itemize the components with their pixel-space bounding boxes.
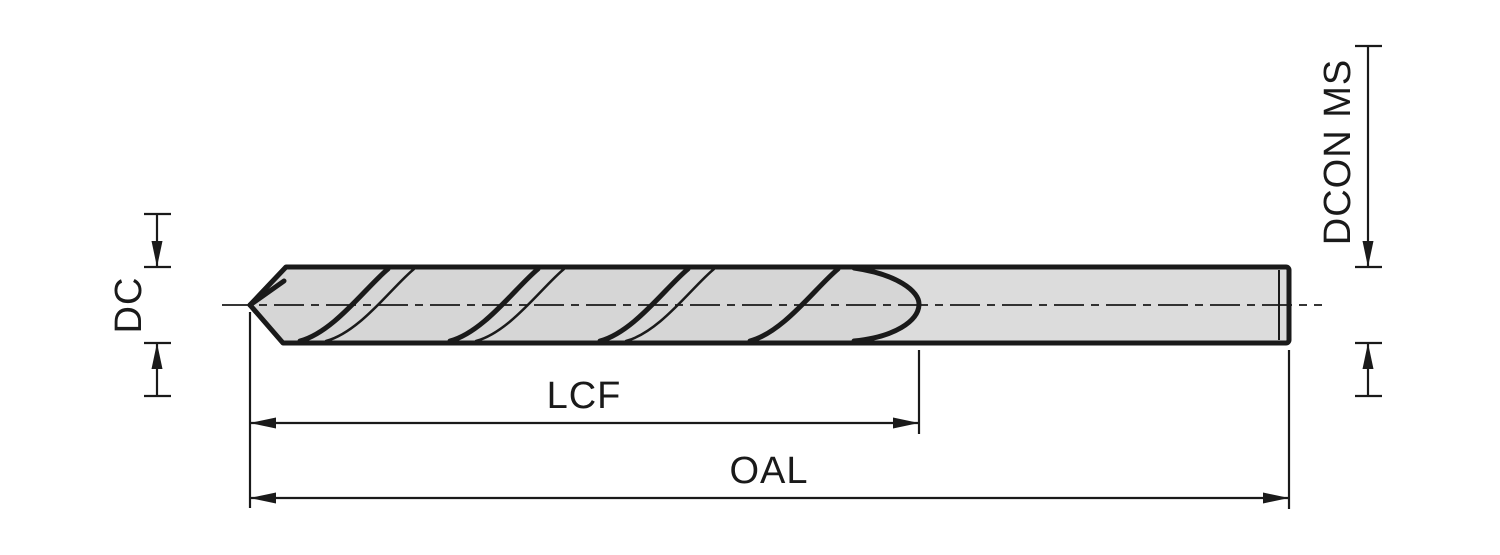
oal-label: OAL	[729, 450, 808, 492]
dcon-ms-dimension: DCON MS	[1317, 44, 1382, 398]
flute-helix-lines	[297, 266, 841, 344]
lcf-label: LCF	[547, 375, 622, 417]
lcf-dimension: LCF	[248, 312, 921, 508]
dc-arrow-down	[151, 241, 163, 267]
lcf-arrow-left	[250, 417, 276, 429]
dcon-ms-label: DCON MS	[1317, 59, 1359, 245]
dcon-arrow-down	[1362, 241, 1374, 267]
oal-arrow-right	[1263, 492, 1289, 504]
drill-point-chisel-edge	[247, 278, 287, 308]
oal-dimension: OAL	[250, 350, 1291, 509]
oal-arrow-left	[250, 492, 276, 504]
dc-dimension: DC	[108, 212, 171, 398]
dc-label: DC	[108, 277, 150, 334]
drill-bit	[222, 264, 1322, 346]
lcf-arrow-right	[893, 417, 919, 429]
